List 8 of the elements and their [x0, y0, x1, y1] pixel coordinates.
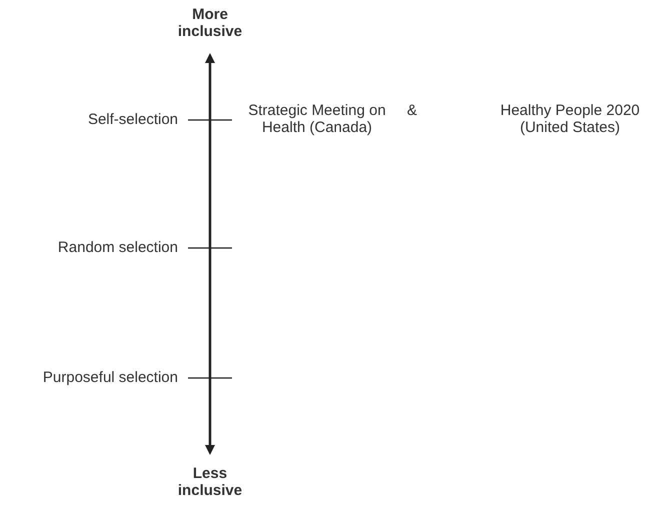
ampersand-text: &	[406, 102, 418, 119]
scale-label: Random selection	[56, 239, 178, 256]
scale-label: Self-selection	[86, 111, 178, 128]
example-text: Healthy People 2020 (United States)	[499, 102, 641, 136]
axis-end-label: More inclusive	[176, 6, 244, 40]
scale-label: Purposeful selection	[42, 369, 178, 386]
axis-end-label: Less inclusive	[176, 465, 244, 499]
example-text: Strategic Meeting on Health (Canada)	[247, 102, 387, 136]
